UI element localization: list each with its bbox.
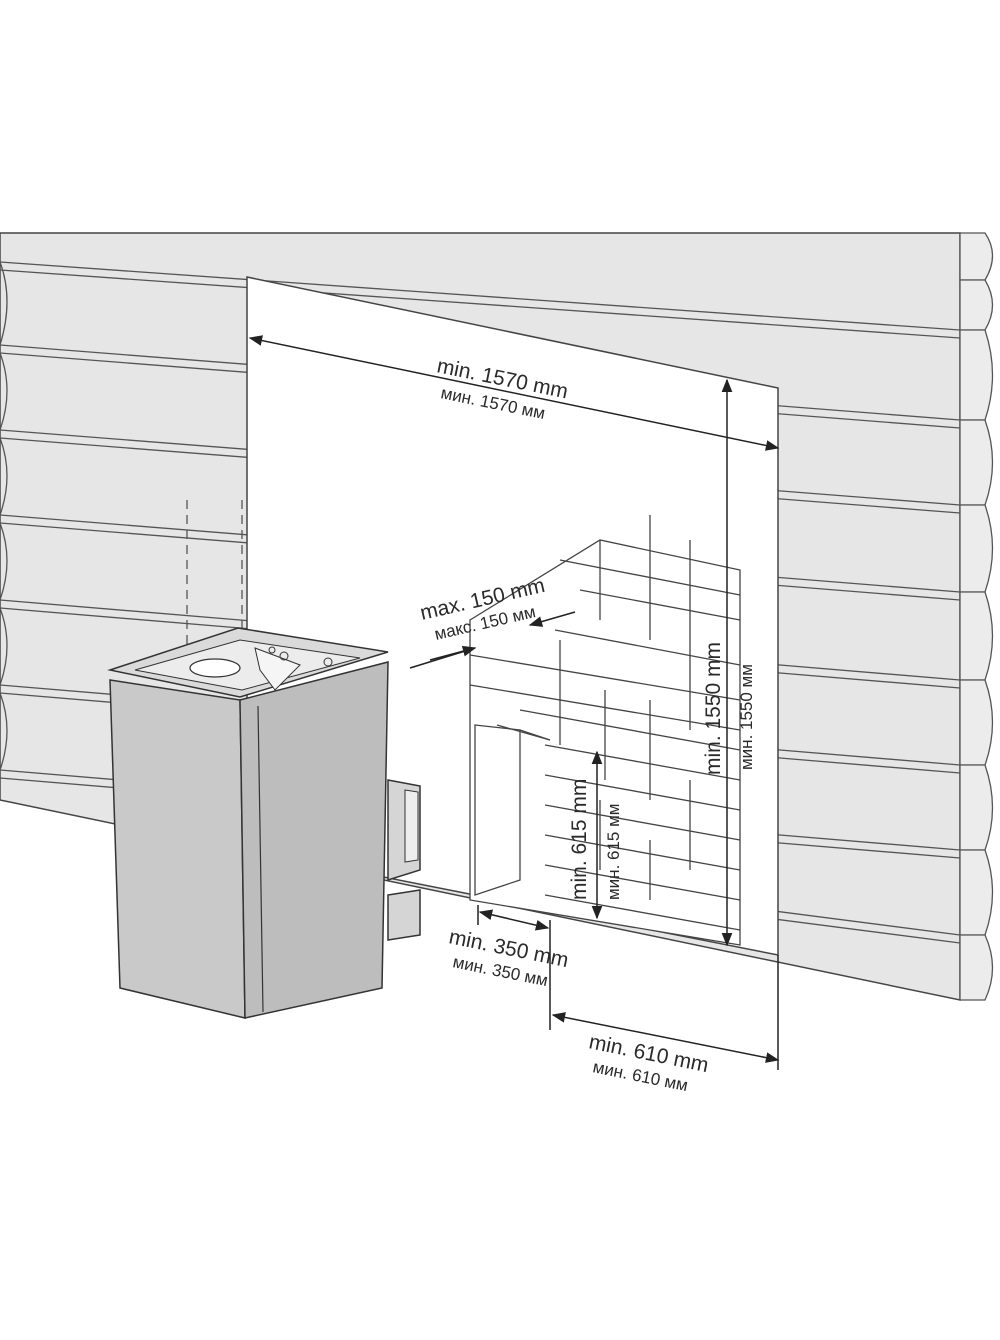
chimney-collar	[189, 658, 241, 678]
dimension-lines	[248, 335, 780, 1070]
height-label-ru: мин. 1550 мм	[737, 664, 756, 770]
sauna-stove	[107, 627, 421, 1019]
side-height-label-ru: мин. 615 мм	[604, 804, 623, 900]
height-label-en: min. 1550 mm	[702, 642, 725, 775]
log-ends-left	[0, 261, 8, 771]
front-distance-dimension-line	[551, 1012, 780, 1063]
side-distance-dimension-line	[478, 909, 550, 931]
side-height-label-en: min. 615 mm	[568, 779, 591, 900]
stove-ash-box	[387, 889, 421, 941]
width-dimension-line	[248, 335, 780, 451]
stove-right-face	[239, 661, 389, 1019]
chimney-guide-lines	[186, 500, 243, 650]
stove-left-face	[109, 679, 246, 1019]
log-ends	[959, 232, 994, 1001]
